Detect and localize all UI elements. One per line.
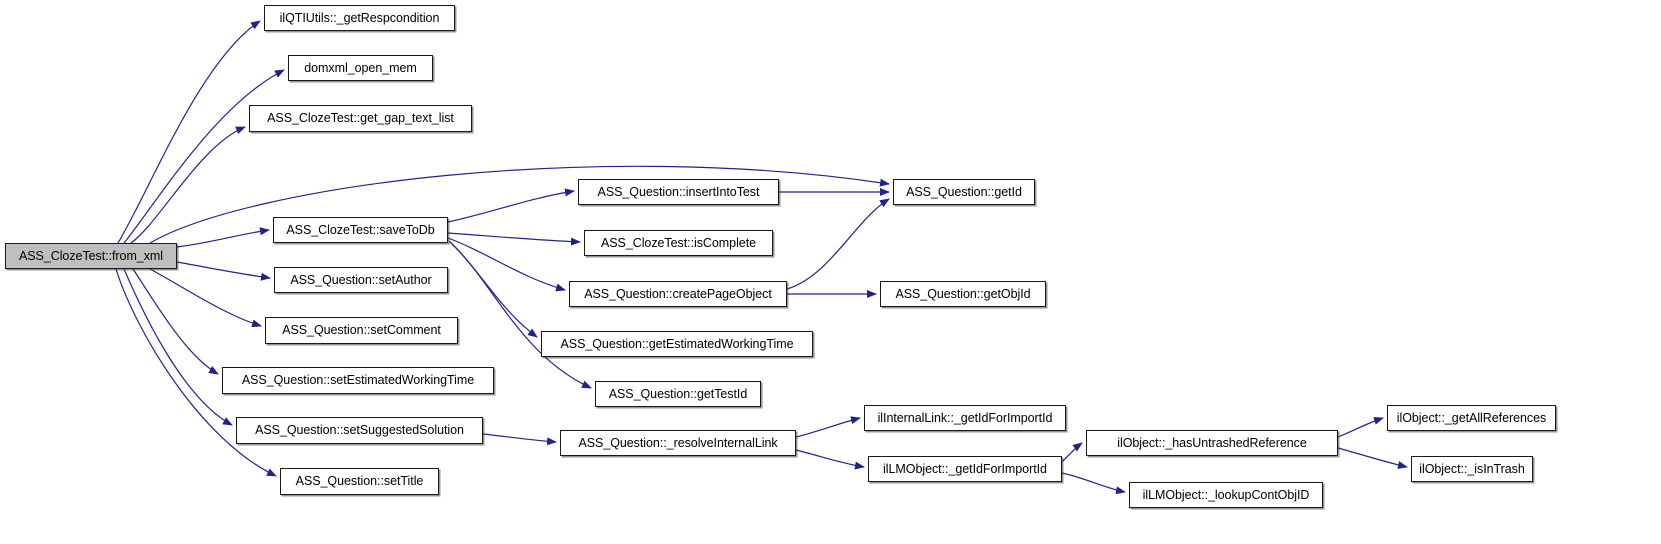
- graph-node-label: ASS_Question::_resolveInternalLink: [578, 435, 778, 450]
- graph-node-lookupContObjID[interactable]: ilLMObject::_lookupContObjID: [1129, 482, 1323, 508]
- call-edge-from_xml-to-get_gap_text_list: [130, 126, 246, 244]
- graph-node-label: ASS_ClozeTest::get_gap_text_list: [267, 111, 454, 126]
- graph-node-getId[interactable]: ASS_Question::getId: [893, 179, 1035, 205]
- graph-node-label: ilInternalLink::_getIdForImportId: [877, 410, 1053, 425]
- graph-node-ilInternalLink_getId[interactable]: ilInternalLink::_getIdForImportId: [864, 405, 1066, 431]
- call-edge-saveToDb-to-createPageObject: [447, 237, 566, 292]
- graph-node-setComment[interactable]: ASS_Question::setComment: [265, 317, 458, 344]
- edge-group: [115, 20, 1408, 495]
- call-edge-from_xml-to-getRespcondition: [117, 20, 261, 244]
- graph-node-setAuthor[interactable]: ASS_Question::setAuthor: [274, 267, 448, 293]
- graph-node-getObjId[interactable]: ASS_Question::getObjId: [880, 281, 1046, 307]
- graph-node-getTestId[interactable]: ASS_Question::getTestId: [595, 381, 761, 407]
- graph-node-label: ASS_ClozeTest::saveToDb: [286, 222, 435, 237]
- graph-node-label: domxml_open_mem: [304, 60, 417, 75]
- call-edge-from_xml-to-setAuthor: [176, 261, 271, 281]
- graph-node-saveToDb[interactable]: ASS_ClozeTest::saveToDb: [273, 217, 448, 243]
- graph-node-label: ilObject::_hasUntrashedReference: [1117, 435, 1307, 450]
- call-edge-saveToDb-to-insertIntoTest: [447, 188, 575, 223]
- graph-node-label: ilObject::_getAllReferences: [1396, 410, 1547, 425]
- graph-node-label: ilLMObject::_getIdForImportId: [883, 461, 1047, 476]
- graph-node-label: ASS_Question::setComment: [282, 323, 441, 338]
- graph-node-getAllReferences[interactable]: ilObject::_getAllReferences: [1387, 405, 1556, 431]
- call-edge-resolveInternalLink-to-ilLMObject_getId: [795, 449, 865, 470]
- graph-node-ilLMObject_getId[interactable]: ilLMObject::_getIdForImportId: [868, 456, 1062, 482]
- graph-node-isInTrash[interactable]: ilObject::_isInTrash: [1411, 456, 1533, 482]
- call-edge-createPageObject-to-getId: [786, 198, 890, 290]
- graph-node-createPageObject[interactable]: ASS_Question::createPageObject: [569, 281, 787, 307]
- graph-node-setEstimatedWorkingTime[interactable]: ASS_Question::setEstimatedWorkingTime: [222, 367, 494, 394]
- call-edge-ilLMObject_getId-to-lookupContObjID: [1061, 472, 1126, 495]
- graph-node-insertIntoTest[interactable]: ASS_Question::insertIntoTest: [578, 179, 779, 205]
- call-edge-saveToDb-to-getTestId: [450, 242, 592, 389]
- graph-node-isComplete[interactable]: ASS_ClozeTest::isComplete: [584, 230, 773, 256]
- call-edge-from_xml-to-getId: [149, 165, 890, 244]
- graph-node-label: ASS_ClozeTest::isComplete: [600, 235, 757, 250]
- graph-node-label: ASS_Question::insertIntoTest: [597, 184, 760, 199]
- graph-node-resolveInternalLink[interactable]: ASS_Question::_resolveInternalLink: [560, 430, 796, 456]
- graph-node-get_gap_text_list[interactable]: ASS_ClozeTest::get_gap_text_list: [249, 105, 472, 132]
- call-edge-ilLMObject_getId-to-hasUntrashedReference: [1061, 442, 1083, 463]
- graph-node-domxml_open_mem[interactable]: domxml_open_mem: [288, 55, 433, 81]
- call-edge-from_xml-to-setEstimatedWorkingTime: [132, 268, 219, 375]
- graph-node-getRespcondition[interactable]: ilQTIUtils::_getRespcondition: [264, 5, 455, 31]
- call-edge-from_xml-to-saveToDb: [176, 227, 270, 248]
- graph-node-label: ASS_Question::getEstimatedWorkingTime: [560, 336, 794, 351]
- graph-node-from_xml[interactable]: ASS_ClozeTest::from_xml: [5, 243, 177, 269]
- call-edge-hasUntrashedReference-to-getAllReferences: [1337, 417, 1384, 438]
- graph-node-label: ASS_Question::getId: [906, 184, 1022, 199]
- graph-node-setTitle[interactable]: ASS_Question::setTitle: [280, 468, 439, 495]
- graph-node-label: ASS_Question::createPageObject: [584, 286, 772, 301]
- graph-node-label: ASS_Question::getTestId: [608, 386, 748, 401]
- graph-node-label: ilLMObject::_lookupContObjID: [1142, 487, 1310, 502]
- graph-node-label: ASS_Question::setTitle: [295, 474, 424, 489]
- call-edge-from_xml-to-domxml_open_mem: [123, 69, 285, 244]
- graph-node-setSuggestedSolution[interactable]: ASS_Question::setSuggestedSolution: [236, 417, 483, 444]
- graph-node-getEstimatedWorkingTime[interactable]: ASS_Question::getEstimatedWorkingTime: [541, 331, 813, 357]
- graph-node-label: ASS_Question::getObjId: [895, 286, 1031, 301]
- call-edge-hasUntrashedReference-to-isInTrash: [1337, 447, 1408, 469]
- call-edge-setSuggestedSolution-to-resolveInternalLink: [482, 433, 557, 446]
- graph-node-label: ASS_ClozeTest::from_xml: [18, 248, 164, 263]
- call-edge-from_xml-to-setComment: [149, 268, 262, 328]
- call-edge-resolveInternalLink-to-ilInternalLink_getId: [795, 416, 861, 438]
- call-edge-from_xml-to-setTitle: [115, 268, 277, 477]
- graph-node-label: ASS_Question::setEstimatedWorkingTime: [241, 373, 475, 388]
- graph-node-label: ASS_Question::setAuthor: [290, 272, 432, 287]
- graph-node-label: ilObject::_isInTrash: [1419, 461, 1525, 476]
- call-edge-saveToDb-to-isComplete: [447, 232, 581, 246]
- call-edge-from_xml-to-setSuggestedSolution: [123, 268, 233, 426]
- graph-node-label: ASS_Question::setSuggestedSolution: [255, 423, 464, 438]
- graph-node-hasUntrashedReference[interactable]: ilObject::_hasUntrashedReference: [1086, 430, 1338, 456]
- graph-node-label: ilQTIUtils::_getRespcondition: [279, 10, 440, 25]
